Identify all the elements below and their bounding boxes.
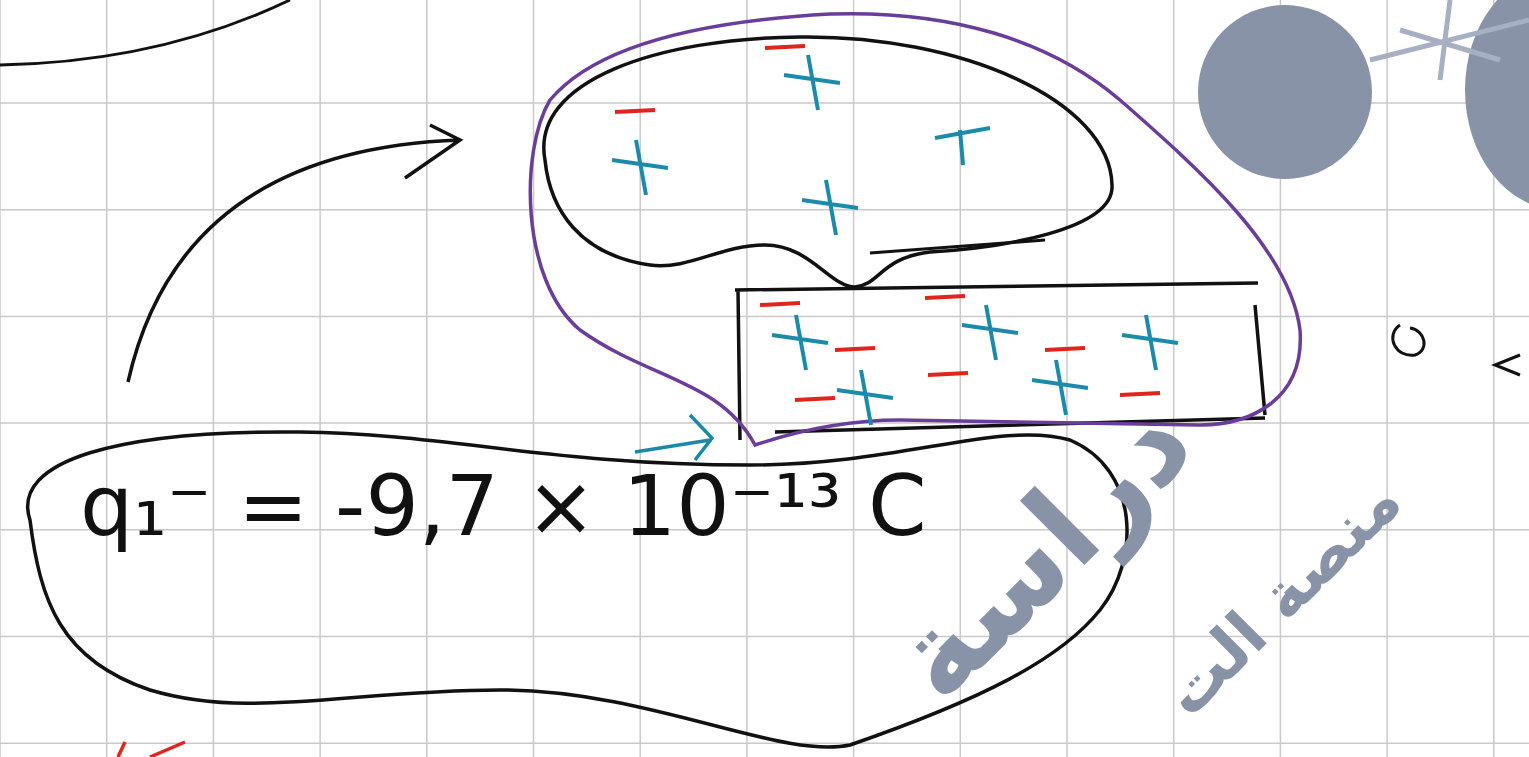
plus-charge	[1122, 315, 1178, 370]
grid-line	[213, 0, 215, 757]
grid-line	[426, 0, 428, 757]
pointer-arrow	[635, 415, 712, 460]
grid-line	[0, 316, 1529, 318]
deco-circle	[1198, 5, 1372, 179]
deco-circles	[1198, 0, 1529, 210]
plus-charge	[837, 370, 893, 425]
charges	[612, 46, 1178, 425]
grid-line	[746, 0, 748, 757]
stroke	[118, 742, 185, 757]
deco-star	[1370, 0, 1529, 80]
plus-charge	[962, 305, 1018, 360]
grid-line	[853, 0, 855, 757]
plus-charge	[935, 128, 990, 165]
conductor-blob	[544, 37, 1112, 287]
minus-charge	[765, 46, 805, 48]
minus-charge	[925, 296, 965, 298]
plus-charge	[612, 140, 668, 195]
grid-line	[0, 742, 1529, 744]
grid-line	[1386, 0, 1388, 757]
plus-charge	[802, 180, 858, 235]
minus-charge	[760, 303, 800, 305]
grid-line	[0, 636, 1529, 638]
grid-line	[1173, 0, 1175, 757]
minus-charge	[1045, 348, 1085, 350]
grid-line	[319, 0, 321, 757]
grid-line	[106, 0, 108, 757]
plus-charge	[784, 55, 840, 110]
equation: q₁⁻ = -9,7 × 10⁻¹³ C	[80, 460, 927, 552]
minus-charge	[795, 398, 835, 400]
watermark: منصة الت	[1148, 463, 1415, 730]
plus-charge	[1032, 360, 1088, 415]
grid-line	[0, 422, 1529, 424]
system-outline	[530, 14, 1300, 445]
grid-line	[639, 0, 641, 757]
arc-line	[0, 0, 290, 65]
minus-charge	[835, 348, 875, 350]
minus-charge	[928, 373, 968, 375]
plus-charge	[772, 315, 828, 370]
stroke	[1393, 325, 1520, 375]
minus-charge	[615, 110, 655, 112]
conductor-bar	[735, 283, 1265, 440]
curved-arrow	[128, 125, 460, 382]
grid-line	[0, 0, 1, 757]
stroke	[870, 240, 1045, 253]
grid-line	[533, 0, 535, 757]
